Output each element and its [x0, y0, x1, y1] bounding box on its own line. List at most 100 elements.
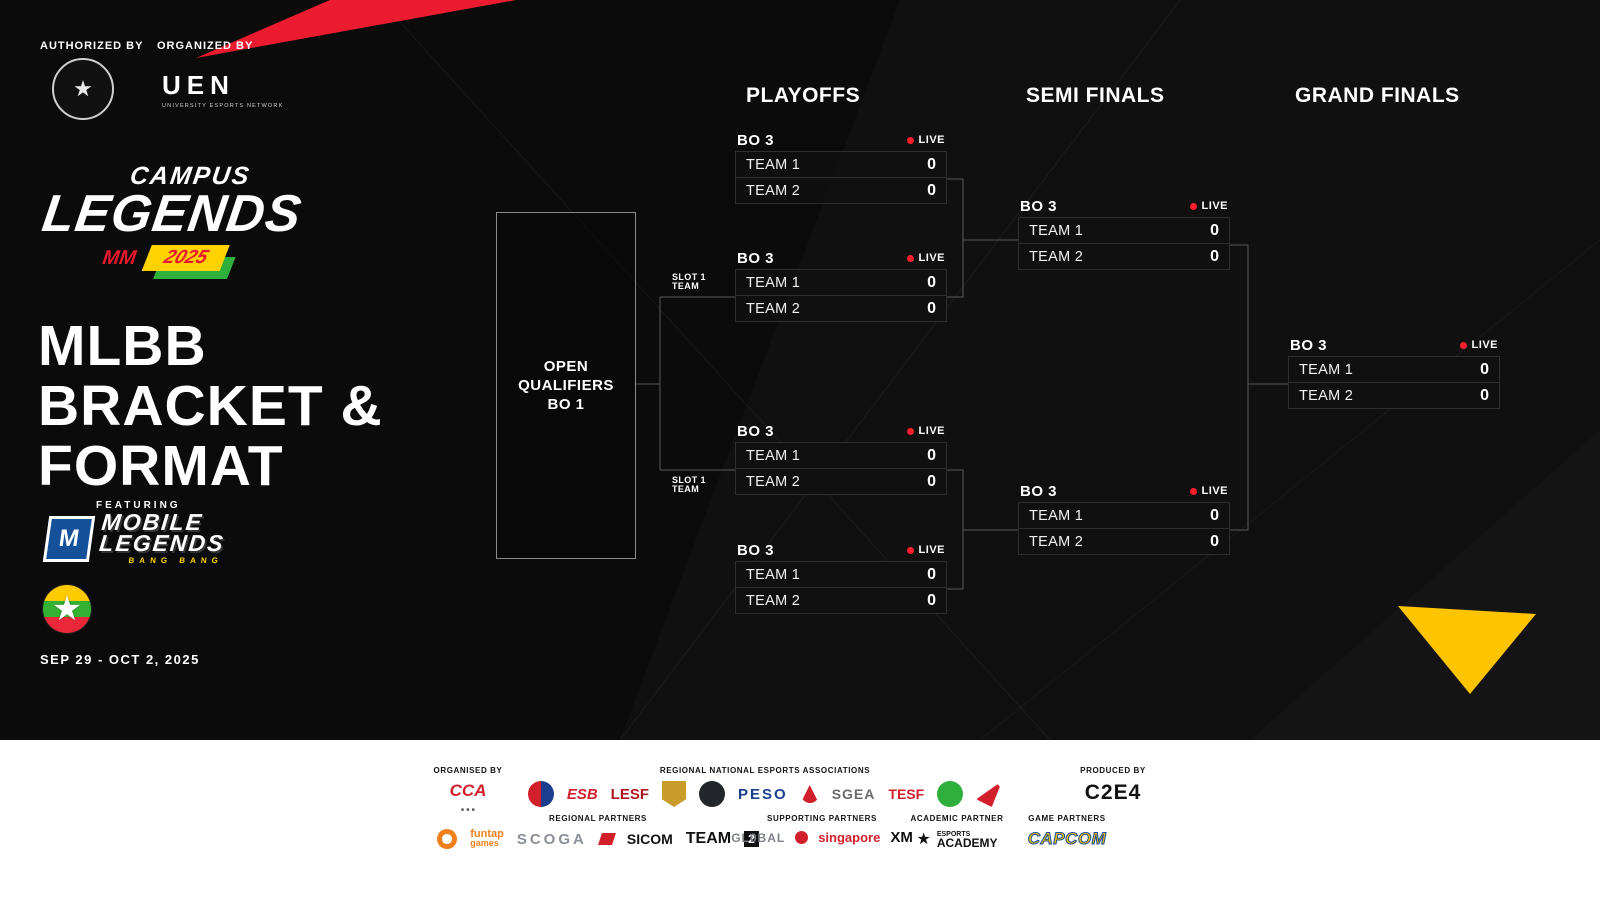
match-playoff-1: BO 3 LIVE TEAM 1 0 TEAM 2 0 [735, 129, 947, 204]
team-row[interactable]: TEAM 2 0 [1288, 382, 1500, 409]
team-name: TEAM 1 [1299, 361, 1354, 378]
match-format: BO 3 [737, 541, 775, 559]
legends-text: LEGENDS [38, 185, 306, 243]
live-label: LIVE [918, 544, 945, 556]
team-row[interactable]: TEAM 2 0 [735, 177, 947, 204]
team-score: 0 [927, 155, 936, 173]
academy-sub: ESPORTS [936, 831, 971, 838]
lesf-logo: LESF [610, 785, 650, 803]
team-score: 0 [1480, 386, 1489, 404]
flag-star-icon: ★ [51, 590, 83, 628]
header-playoffs: PLAYOFFS [746, 84, 861, 107]
game-partners-group: GAME PARTNERS CAPCOM [1012, 814, 1122, 849]
team-logo: TEAM [685, 830, 732, 847]
live-badge: LIVE [1189, 200, 1228, 212]
match-format: BO 3 [1020, 197, 1058, 215]
mlbb-word-2: LEGENDS [98, 530, 227, 556]
team-row[interactable]: TEAM 2 0 [1018, 528, 1230, 555]
funtap-word-2: games [470, 838, 499, 848]
team-row[interactable]: TEAM 2 0 [735, 587, 947, 614]
team-name: TEAM 1 [746, 274, 801, 291]
header-grandfinals: GRAND FINALS [1295, 84, 1460, 107]
organized-by-label: ORGANIZED BY [157, 40, 254, 52]
regional-partners-group: REGIONAL PARTNERS funtap games SCOGA SIC… [437, 814, 759, 849]
match-format: BO 3 [737, 131, 775, 149]
team-row[interactable]: TEAM 1 0 [735, 561, 947, 587]
esb-logo: ESB [566, 785, 598, 803]
live-label: LIVE [1201, 200, 1228, 212]
team-name: TEAM 2 [746, 182, 801, 199]
team-row[interactable]: TEAM 1 0 [735, 442, 947, 468]
qualifier-line-2: QUALIFIERS [518, 377, 614, 394]
associations-group: REGIONAL NATIONAL ESPORTS ASSOCIATIONS E… [525, 766, 1005, 807]
uen-wordmark: UEN [162, 70, 235, 100]
title-line-2: BRACKET & [38, 374, 383, 438]
page-title: MLBB BRACKET & FORMAT [38, 316, 383, 496]
live-badge: LIVE [906, 544, 945, 556]
live-badge: LIVE [1189, 485, 1228, 497]
assoc-logo-1 [527, 781, 554, 807]
team-row[interactable]: TEAM 1 0 [1018, 502, 1230, 528]
mlbb-emblem-icon: M [42, 515, 96, 562]
flag-stripe-green [43, 601, 91, 617]
produced-by-label: PRODUCED BY [1080, 766, 1146, 775]
team-score: 0 [1210, 221, 1219, 239]
associations-label: REGIONAL NATIONAL ESPORTS ASSOCIATIONS [659, 766, 871, 775]
team-row[interactable]: TEAM 1 0 [735, 269, 947, 295]
live-dot-icon [1459, 341, 1467, 349]
cca-sub: ■ ■ ■ [460, 807, 476, 813]
team-name: TEAM 2 [746, 300, 801, 317]
match-semifinal-1: BO 3 LIVE TEAM 1 0 TEAM 2 0 [1018, 195, 1230, 270]
event-dates: SEP 29 - OCT 2, 2025 [40, 652, 200, 667]
team-score: 0 [927, 181, 936, 199]
live-badge: LIVE [906, 134, 945, 146]
mlbb-subtitle: BANG BANG [128, 556, 224, 565]
team-name: TEAM 2 [746, 592, 801, 609]
campus-legends-logo: CAMPUS LEGENDS MM 2025 [34, 162, 309, 279]
team-row[interactable]: TEAM 1 0 [1018, 217, 1230, 243]
tesf-logo: TESF [888, 786, 925, 802]
singapore-icon [795, 831, 809, 844]
match-semifinal-2: BO 3 LIVE TEAM 1 0 TEAM 2 0 [1018, 480, 1230, 555]
team-score: 0 [927, 299, 936, 317]
title-line-1: MLBB [38, 314, 207, 378]
team-score: 0 [1210, 532, 1219, 550]
live-label: LIVE [918, 252, 945, 264]
academic-partner-label: ACADEMIC PARTNER [910, 814, 1004, 823]
team-row[interactable]: TEAM 2 0 [735, 468, 947, 495]
slot-lower-line2: TEAM [672, 484, 700, 494]
slot-lower-line1: SLOT 1 [672, 475, 706, 485]
slot-upper-line1: SLOT 1 [672, 272, 706, 282]
sicom-logo: SICOM [626, 831, 673, 847]
supporting-partners-label: SUPPORTING PARTNERS [767, 814, 877, 823]
slot-upper-line2: TEAM [672, 281, 700, 291]
team-score: 0 [927, 565, 936, 583]
team-score: 0 [927, 446, 936, 464]
academic-partner-group: ACADEMIC PARTNER ★ ESPORTS ACADEMY [902, 814, 1012, 849]
badge-star-icon: ★ [73, 76, 93, 101]
swoosh-logo [800, 785, 819, 803]
match-format: BO 3 [1020, 482, 1058, 500]
tiger-shield-logo [662, 781, 687, 807]
cca-logo: CCA [449, 781, 487, 800]
sgea-logo: SGEA [831, 786, 876, 802]
myanmar-flag-icon: ★ [42, 584, 92, 634]
live-dot-icon [906, 136, 914, 144]
live-badge: LIVE [1459, 339, 1498, 351]
team-score: 0 [927, 472, 936, 490]
team-name: TEAM 2 [1029, 533, 1084, 550]
team-name: TEAM 2 [746, 473, 801, 490]
team-name: TEAM 1 [1029, 507, 1084, 524]
match-playoff-4: BO 3 LIVE TEAM 1 0 TEAM 2 0 [735, 539, 947, 614]
header-semifinals: SEMI FINALS [1026, 84, 1165, 107]
team-name: TEAM 1 [746, 447, 801, 464]
regional-partners-label: REGIONAL PARTNERS [549, 814, 647, 823]
team-score: 0 [927, 591, 936, 609]
team-row[interactable]: TEAM 1 0 [735, 151, 947, 177]
team-row[interactable]: TEAM 2 0 [735, 295, 947, 322]
produced-by-group: PRODUCED BY C2E4 [1068, 766, 1158, 805]
team-row[interactable]: TEAM 1 0 [1288, 356, 1500, 382]
match-format: BO 3 [1290, 336, 1328, 354]
team-row[interactable]: TEAM 2 0 [1018, 243, 1230, 270]
